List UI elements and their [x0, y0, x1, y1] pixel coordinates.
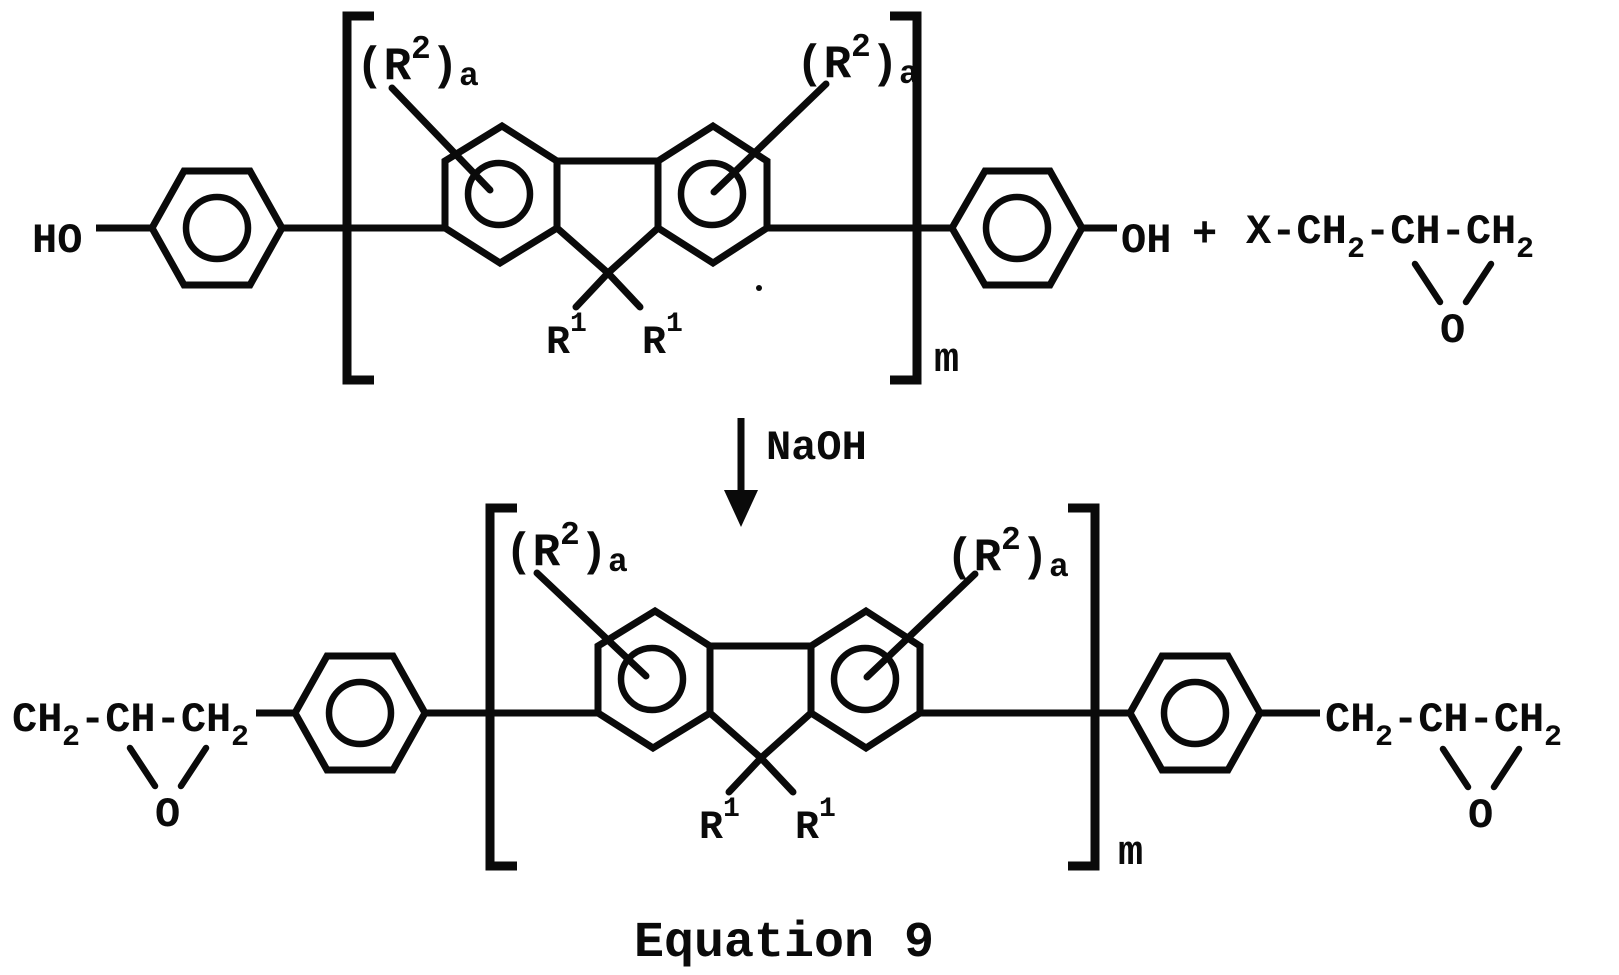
epoxide-oxygen-label: O [155, 791, 180, 839]
benzene-ring-terminal-right [947, 167, 1087, 289]
benzene-ring-terminal-left [290, 652, 430, 774]
bond-r2-to-ring [863, 570, 979, 681]
r1-substituent-label: R 1 [546, 309, 587, 366]
epoxide-bond-left [1439, 745, 1472, 791]
right-repeat-bracket [1068, 503, 1100, 871]
reactant-polymer: HO (R 2 ) a (R 2 ) a [32, 11, 1171, 385]
benzene-ring-terminal-right [1125, 652, 1265, 774]
epoxide-oxygen-label: O [1468, 792, 1493, 840]
benzene-hexagon [290, 652, 430, 774]
halide-epoxide-chain-label: X-CH 2 -CH-CH 2 [1246, 208, 1534, 267]
aromatic-circle [677, 159, 747, 229]
aromatic-circle [325, 678, 395, 748]
r1-substituent-label: R 1 [795, 794, 836, 851]
aromatic-circle [1160, 678, 1230, 748]
r2a-substituent-label-bottom-right: (R 2 ) a [946, 522, 1069, 586]
epoxide-bond-left [1411, 260, 1444, 306]
benzene-hexagon [1125, 652, 1265, 774]
epihalohydrin-reactant: + X-CH 2 -CH-CH 2 O [1192, 208, 1534, 355]
five-ring-bottom-bonds [707, 710, 814, 763]
c9-bond-left [725, 754, 765, 796]
five-ring-bottom-bonds [554, 225, 661, 278]
benzene-hexagon [147, 167, 287, 289]
aromatic-circle [617, 644, 687, 714]
benzene-ring-terminal-left [147, 167, 287, 289]
benzene-hexagon [947, 167, 1087, 289]
epoxide-oxygen-label: O [1440, 307, 1465, 355]
fluorene-left-hexagon [441, 121, 561, 268]
product-polymer: CH 2 -CH-CH 2 O (R 2 ) a (R 2 ) a [12, 503, 1562, 877]
epoxide-bond-right [1462, 260, 1495, 306]
c9-bond-left [572, 269, 612, 311]
repeat-index-m: m [1118, 829, 1143, 877]
plus-operator: + [1192, 211, 1217, 259]
arrow-head-icon [724, 490, 758, 527]
c9-bond-right [757, 754, 797, 796]
epoxide-bond-right [177, 744, 210, 790]
epoxide-bond-left [126, 744, 159, 790]
r1-substituent-label: R 1 [699, 794, 740, 851]
r2a-substituent-label-top-left: (R 2 ) a [356, 31, 479, 95]
aromatic-circle [182, 193, 252, 263]
r2a-substituent-label-bottom-left: (R 2 ) a [505, 517, 628, 581]
fluorene-unit-bottom [594, 606, 924, 796]
repeat-index-m: m [934, 336, 959, 384]
glycidyl-chain-label-right: CH 2 -CH-CH 2 [1325, 696, 1562, 755]
arrow-reagent-label: NaOH [766, 424, 867, 472]
left-repeat-bracket [342, 11, 374, 385]
ho-end-group-label: HO [32, 217, 82, 265]
equation-caption: Equation 9 [634, 915, 934, 972]
aromatic-circle [982, 193, 1052, 263]
right-repeat-bracket [890, 11, 922, 385]
fluorene-left-hexagon [594, 606, 714, 753]
glycidyl-chain-label-left: CH 2 -CH-CH 2 [12, 696, 249, 755]
fluorene-unit-top [441, 121, 771, 311]
epoxide-bond-right [1490, 745, 1523, 791]
reaction-arrow: NaOH [724, 418, 867, 527]
left-repeat-bracket [485, 503, 517, 871]
r1-substituent-label: R 1 [642, 309, 683, 366]
oh-end-group-label: OH [1121, 217, 1171, 265]
ink-speck [756, 285, 762, 291]
c9-bond-right [604, 269, 644, 311]
aromatic-circle [830, 644, 900, 714]
r2a-substituent-label-top-right: (R 2 ) a [796, 29, 919, 93]
aromatic-circle [464, 159, 534, 229]
